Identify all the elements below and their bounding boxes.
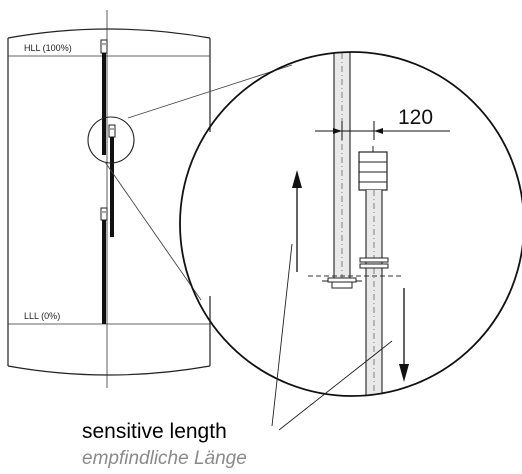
left-tube [333, 52, 351, 280]
tank-top-curve [7, 28, 211, 39]
magnify-line-bottom [104, 161, 202, 301]
detail-marker-circle [87, 116, 135, 164]
sensitive-arrow-up [292, 170, 302, 272]
probe-middle [108, 124, 116, 237]
tank [7, 28, 211, 376]
magnify-line-top [127, 64, 293, 119]
sensitive-length-label-german: empfindliche Länge [82, 448, 247, 469]
detail-view [308, 52, 404, 396]
magnified-detail-circle [179, 51, 522, 397]
leader-line-right [278, 340, 393, 431]
left-tube-fitting [322, 277, 362, 289]
leader-line-left [271, 243, 293, 427]
right-probe-head [358, 146, 388, 191]
lll-label: LLL (0%) [24, 311, 60, 321]
right-tube-clamp [359, 257, 389, 269]
right-tube [365, 190, 383, 396]
dimension-120: 120 [315, 106, 450, 140]
hll-label: HLL (100%) [24, 43, 72, 53]
probe-lower [100, 207, 108, 324]
sensitive-arrow-down [399, 288, 409, 382]
sensitive-length-label: sensitive length [82, 420, 227, 443]
tank-bottom-curve [7, 365, 211, 376]
probe-upper [100, 39, 108, 155]
dimension-label: 120 [398, 106, 433, 129]
